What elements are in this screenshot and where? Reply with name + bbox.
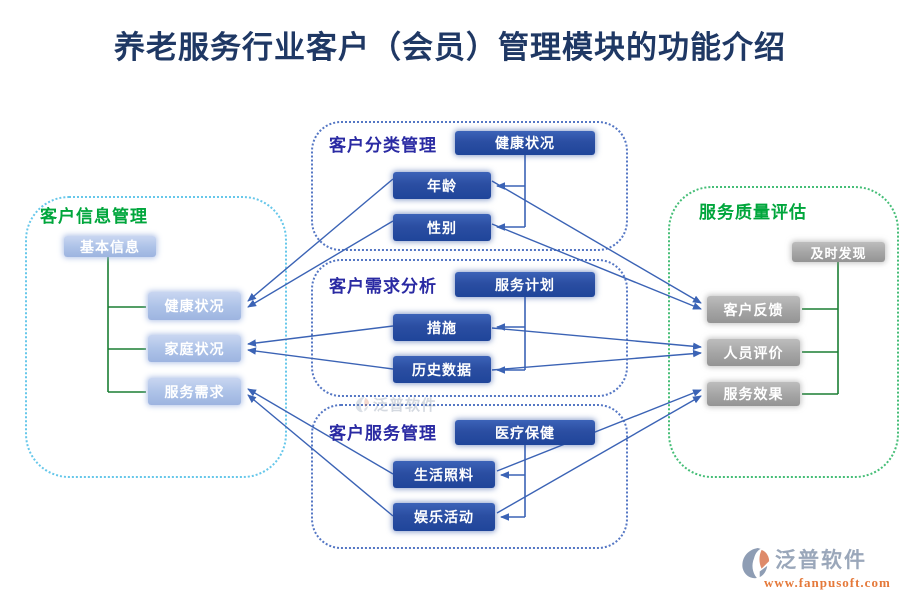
- chip-quality-effect: 服务效果: [707, 382, 800, 406]
- footer-logo: 泛普软件: [739, 546, 867, 580]
- panel-title-quality-eval: 服务质量评估: [699, 203, 807, 222]
- chip-info-family: 家庭状况: [148, 335, 241, 362]
- panel-quality-eval: [668, 186, 899, 478]
- footer-logo-name: 泛普软件: [775, 549, 867, 572]
- panel-title-customer-info: 客户信息管理: [40, 207, 148, 226]
- chip-svc-daily-care: 生活照料: [393, 461, 495, 488]
- chip-quality-timely: 及时发现: [792, 242, 885, 262]
- panel-title-service-mgmt: 客户服务管理: [329, 424, 437, 443]
- chip-svc-medical: 医疗保健: [455, 420, 595, 445]
- chip-class-health: 健康状况: [455, 131, 595, 155]
- panel-title-needs-analysis: 客户需求分析: [329, 277, 437, 296]
- chip-basic-info: 基本信息: [64, 236, 156, 257]
- chip-quality-feedback: 客户反馈: [707, 296, 800, 323]
- watermark: 泛普软件: [354, 394, 437, 415]
- watermark-text: 泛普软件: [373, 397, 438, 414]
- fanpu-logo-icon-watermark: [355, 396, 370, 413]
- chip-needs-measures: 措施: [393, 314, 491, 341]
- chip-info-service-need: 服务需求: [148, 378, 241, 405]
- panel-title-classification: 客户分类管理: [329, 136, 437, 155]
- chip-info-health: 健康状况: [148, 292, 241, 320]
- chip-class-gender: 性别: [393, 214, 491, 241]
- chip-needs-history: 历史数据: [393, 356, 491, 383]
- fanpu-logo-icon: [742, 547, 770, 579]
- footer-logo-url: www.fanpusoft.com: [764, 575, 891, 590]
- chip-quality-staff-eval: 人员评价: [707, 339, 800, 366]
- chip-needs-plan: 服务计划: [455, 272, 595, 297]
- page-title: 养老服务行业客户（会员）管理模块的功能介绍: [114, 30, 786, 65]
- chip-svc-entertainment: 娱乐活动: [393, 503, 495, 531]
- chip-class-age: 年龄: [393, 172, 491, 199]
